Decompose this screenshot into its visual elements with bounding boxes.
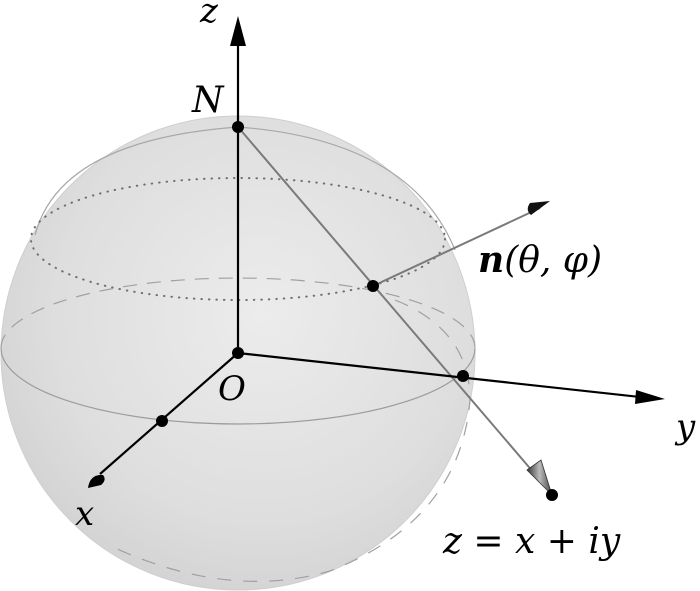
- x-axis-line: [99, 352, 239, 475]
- complex-iy: iy: [588, 521, 621, 562]
- complex-plus: +: [535, 521, 588, 562]
- complex-eq: =: [462, 521, 515, 562]
- x-axis-sphere-point: [156, 415, 168, 427]
- unit-vector-line: [372, 207, 541, 287]
- sphere-point-n: [367, 280, 379, 292]
- unit-vector-symbol: n: [478, 239, 504, 281]
- unit-vector-label: n(θ, φ): [478, 239, 602, 281]
- projection-arrowhead-icon: [526, 459, 553, 496]
- complex-z: z: [442, 521, 463, 562]
- y-axis-arrowhead-icon: [635, 390, 665, 404]
- y-axis-sphere-point: [457, 370, 469, 382]
- x-axis-arrowhead-icon: [88, 474, 105, 488]
- complex-point-label: z = x + iy: [442, 521, 621, 562]
- north-pole-label: N: [191, 80, 225, 121]
- projected-point-z: [546, 489, 558, 501]
- equator-front-solid: [0, 347, 476, 425]
- north-pole-point: [232, 121, 244, 133]
- y-axis-label: y: [674, 407, 696, 447]
- y-axis-line: [237, 351, 641, 399]
- origin-label: O: [218, 369, 246, 409]
- projection-line: [237, 126, 541, 481]
- origin-point: [232, 347, 244, 359]
- unit-vector-arrowhead-icon: [527, 201, 550, 215]
- hidden-meridian-dashed: [114, 299, 471, 582]
- z-axis-arrowhead-icon: [230, 16, 246, 46]
- x-axis-label: x: [75, 494, 94, 534]
- z-axis-label: z: [199, 0, 219, 31]
- complex-x: x: [515, 521, 535, 562]
- unit-vector-args: (θ, φ): [504, 240, 602, 281]
